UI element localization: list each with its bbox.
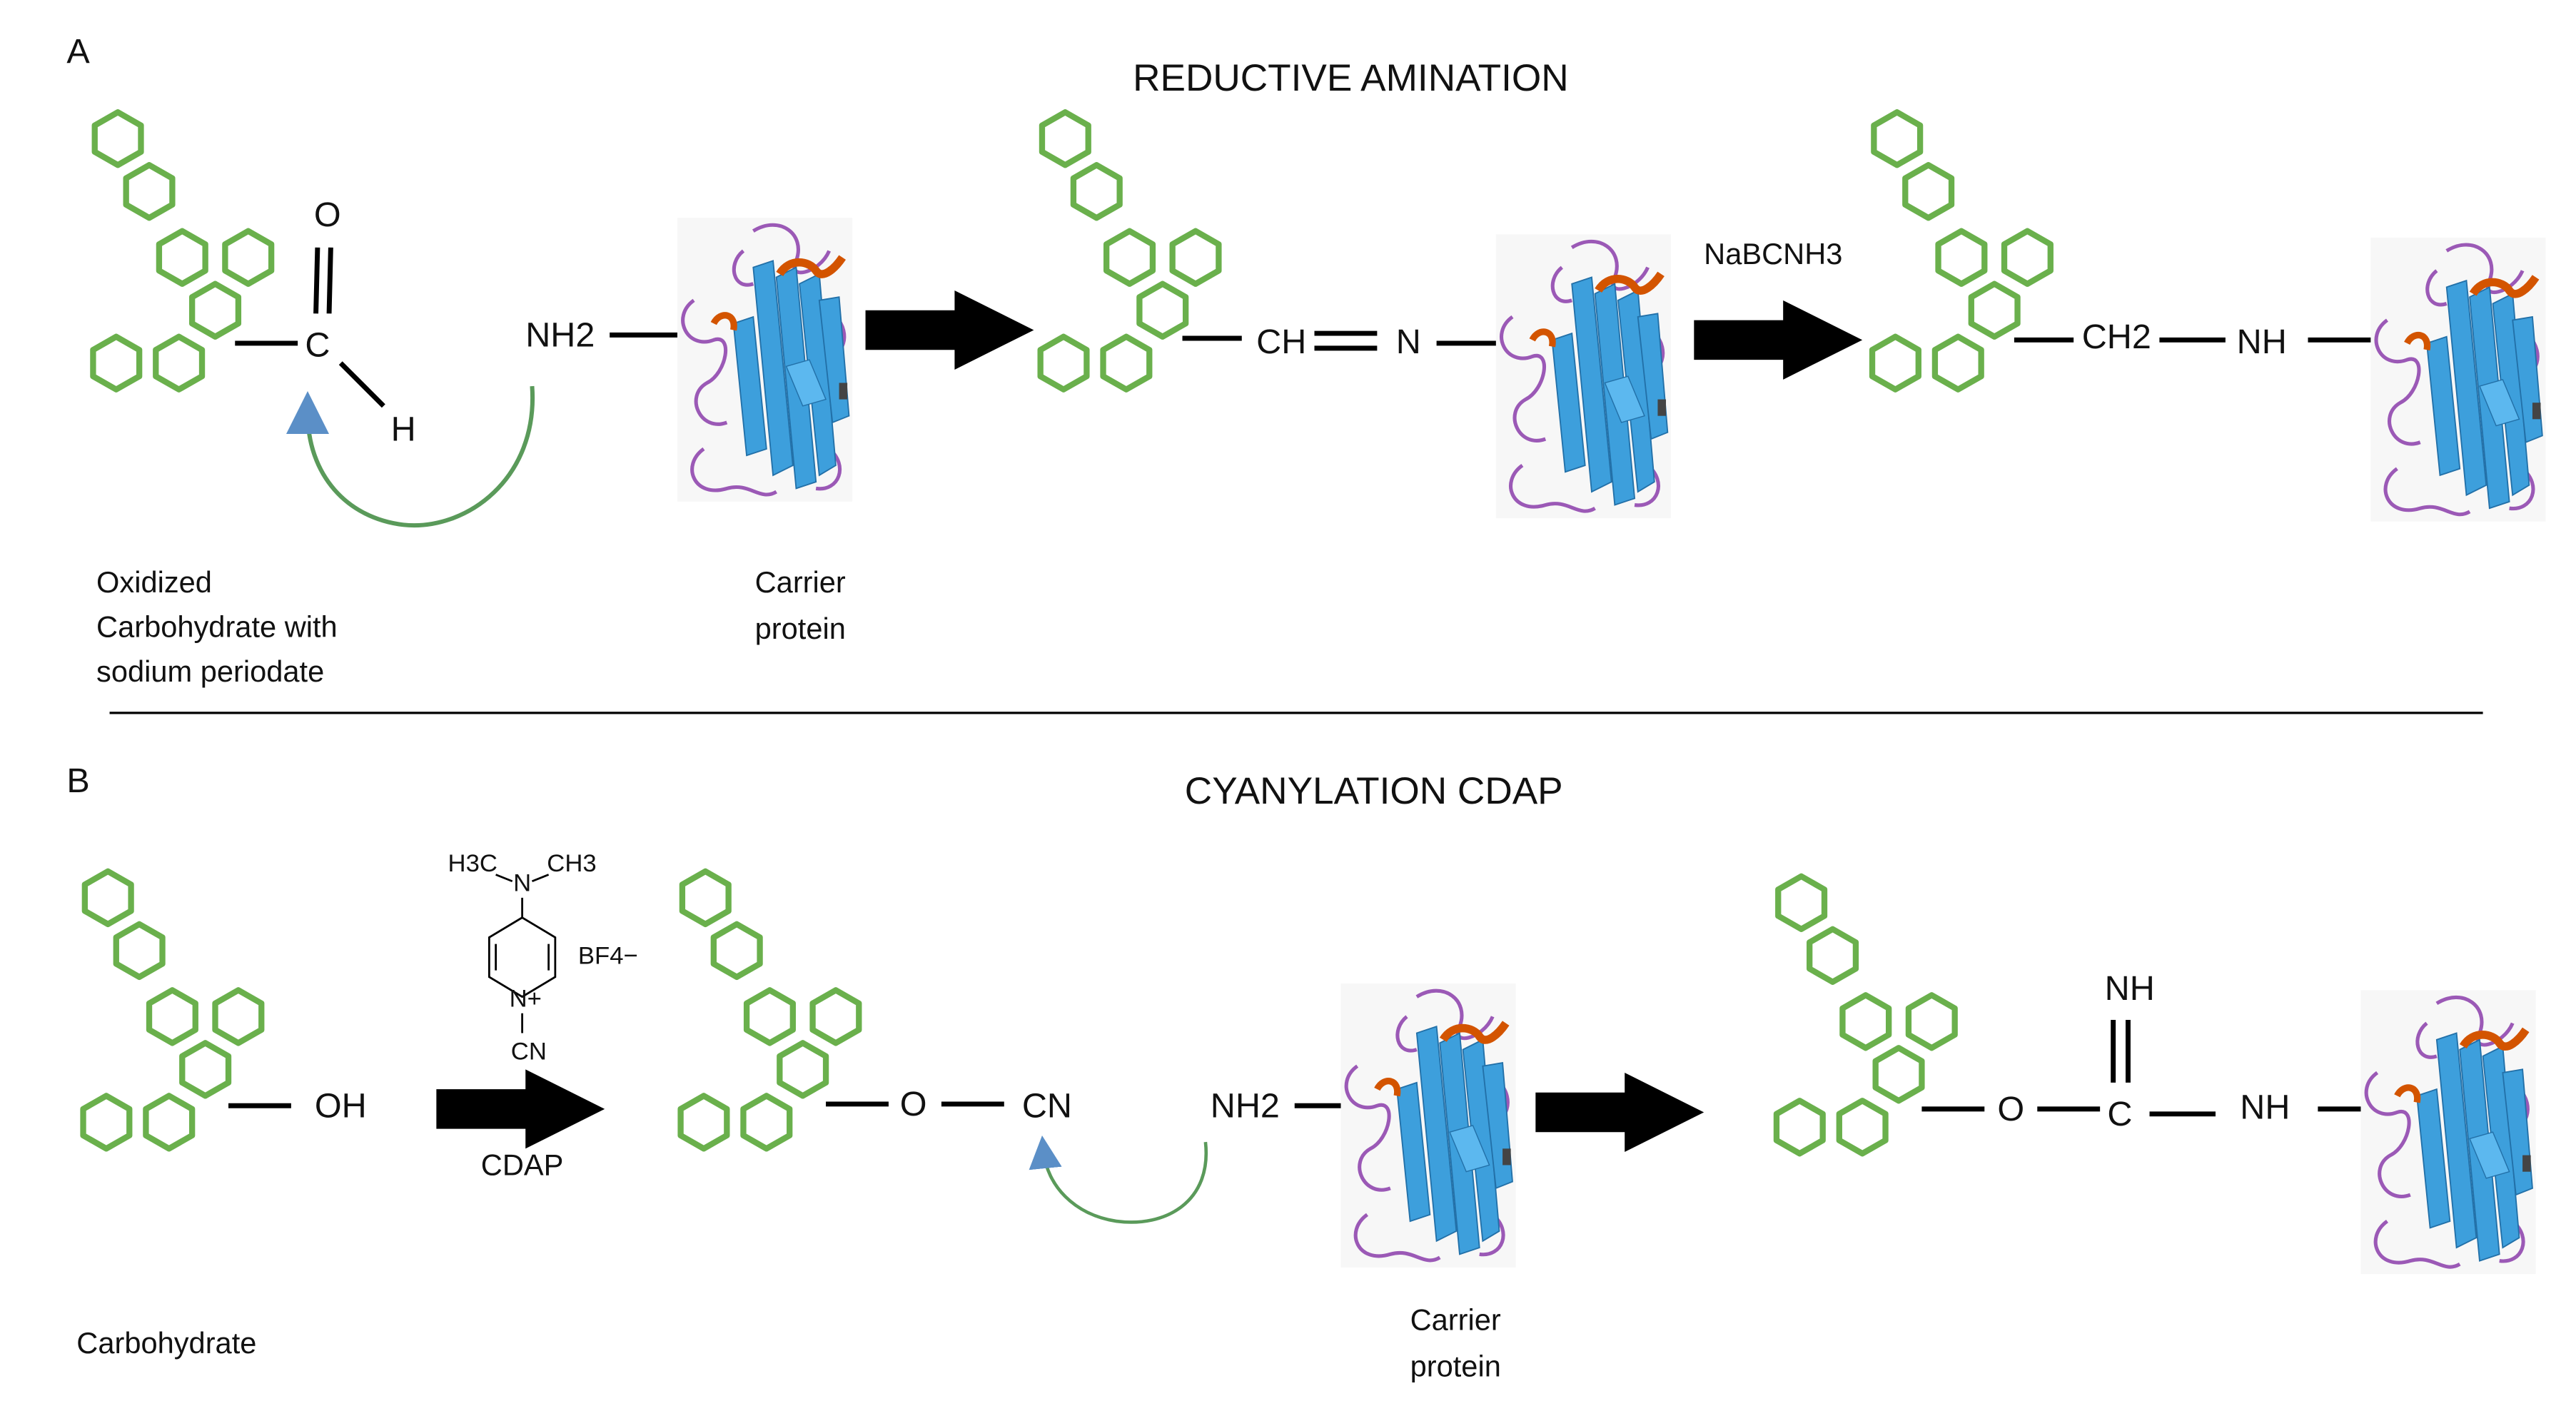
nucleophilic-attack-arrow-a bbox=[286, 385, 535, 528]
co-double-bond-2 bbox=[326, 247, 333, 314]
aldehyde-oxygen: O bbox=[314, 196, 341, 234]
carrier-protein-a3 bbox=[2370, 238, 2545, 522]
carrier-protein-b1 bbox=[1340, 983, 1515, 1268]
product-ch2-label: CH2 bbox=[2082, 318, 2151, 356]
panel-a-letter: A bbox=[66, 32, 90, 71]
imine-carbohydrate-structure bbox=[1041, 112, 1219, 389]
aldehyde-hydrogen: H bbox=[391, 410, 416, 448]
cyanate-carbohydrate-structure bbox=[681, 871, 859, 1148]
cdap-methyl-right: CH3 bbox=[547, 850, 596, 877]
panel-a: A REDUCTIVE AMINATION O C H NH2 CH N bbox=[66, 32, 2545, 688]
amine-label-b: NH2 bbox=[1211, 1086, 1280, 1125]
cdap-methyl-left: H3C bbox=[448, 850, 497, 877]
cdap-counterion: BF4− bbox=[578, 942, 638, 969]
panel-b: B CYANYLATION CDAP OH H3C N CH3 N+ CN BF… bbox=[66, 762, 2535, 1383]
reagent-cdap-label: CDAP bbox=[481, 1148, 564, 1181]
caption-carrier-protein-a: Carrier protein bbox=[755, 565, 854, 645]
co-double-bond-1 bbox=[313, 247, 320, 314]
cdap-ring-n: N+ bbox=[510, 985, 542, 1012]
nucleophilic-attack-arrow-b bbox=[1029, 1135, 1208, 1224]
reagent-nabcnh3: NaBCNH3 bbox=[1704, 237, 1842, 270]
product-carbohydrate-structure-a bbox=[1872, 112, 2051, 389]
reaction-arrow-a2 bbox=[1694, 300, 1863, 380]
panel-b-letter: B bbox=[66, 762, 89, 800]
product-nh-label-a: NH bbox=[2237, 323, 2287, 361]
reaction-arrow-a1 bbox=[865, 290, 1034, 370]
reaction-arrow-b1 bbox=[436, 1069, 605, 1149]
carrier-protein-a1 bbox=[677, 218, 852, 502]
product-imino-label: NH bbox=[2105, 969, 2155, 1008]
panel-a-title: REDUCTIVE AMINATION bbox=[1133, 57, 1569, 99]
aldehyde-group: O C H bbox=[305, 196, 415, 449]
hydroxyl-label: OH bbox=[315, 1086, 367, 1125]
product-nh-label-b: NH bbox=[2240, 1088, 2290, 1127]
cyanate-o-label: O bbox=[900, 1085, 927, 1123]
amine-label-a: NH2 bbox=[525, 316, 595, 355]
cyanate-cn-label: CN bbox=[1022, 1086, 1072, 1125]
oxidized-carbohydrate-structure bbox=[93, 112, 298, 389]
imine-n-label: N bbox=[1396, 323, 1421, 361]
product-carbohydrate-structure-b bbox=[1777, 876, 1955, 1153]
carrier-protein-a2 bbox=[1496, 234, 1671, 518]
carrier-protein-b2 bbox=[2360, 990, 2535, 1274]
caption-carbohydrate-b: Carbohydrate bbox=[76, 1326, 256, 1360]
cdap-cyano: CN bbox=[511, 1038, 547, 1065]
reaction-arrow-b2 bbox=[1535, 1072, 1704, 1152]
caption-oxidized-carbohydrate: Oxidized Carbohydrate with sodium period… bbox=[96, 565, 345, 688]
panel-b-title: CYANYLATION CDAP bbox=[1185, 770, 1563, 812]
imine-ch-label: CH bbox=[1256, 323, 1306, 361]
cdap-structure: H3C N CH3 N+ CN BF4− bbox=[448, 850, 638, 1066]
aldehyde-carbon: C bbox=[305, 325, 330, 364]
ch-bond bbox=[338, 361, 385, 408]
cdap-n-top: N bbox=[513, 870, 531, 897]
caption-carrier-protein-b: Carrier protein bbox=[1410, 1303, 1510, 1383]
product-o-label: O bbox=[1997, 1090, 2024, 1128]
product-c-label: C bbox=[2107, 1095, 2132, 1133]
